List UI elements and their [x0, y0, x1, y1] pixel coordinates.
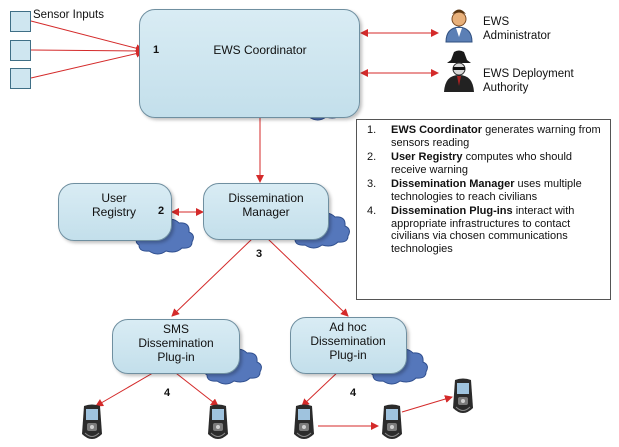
step-2-label: 2 — [158, 205, 165, 217]
sensor-arrow-3 — [30, 49, 144, 79]
sms-plugin-box — [112, 319, 240, 374]
sensor-input — [10, 11, 31, 32]
sensor-input — [10, 68, 31, 89]
phone-icon — [293, 404, 315, 440]
sensor-arrow-1 — [30, 20, 144, 53]
spy-icon — [444, 50, 474, 92]
phone-icon — [207, 404, 229, 440]
dissemination-to-adhoc-arrow — [267, 238, 349, 317]
ews-coordinator-box — [139, 9, 360, 118]
step-4-adhoc-label: 4 — [350, 387, 357, 399]
user-registry-label: User Registry — [91, 191, 136, 219]
legend-list: 1.EWS Coordinator generates warning from… — [367, 124, 604, 255]
user-registry-box — [58, 183, 172, 241]
dissemination-to-sms-arrow — [171, 238, 253, 317]
step-1-label: 1 — [153, 44, 160, 56]
sensor-inputs-label: Sensor Inputs — [33, 9, 104, 21]
step-4-sms-label: 4 — [164, 387, 171, 399]
adhoc-plugin-box — [290, 317, 407, 374]
administrator-label: EWS Administrator — [483, 16, 551, 42]
legend-box: 1.EWS Coordinator generates warning from… — [356, 119, 611, 300]
adhoc-plugin-label: Ad hoc Dissemination Plug-in — [310, 320, 386, 362]
deployment-authority-label: EWS Deployment Authority — [483, 68, 574, 94]
legend-item: 2.User Registry computes who should rece… — [367, 151, 572, 176]
adhoc-to-phone-arrow — [301, 369, 341, 407]
phone-icon — [381, 404, 403, 440]
sensor-input — [10, 40, 31, 61]
phone-icon — [452, 378, 474, 414]
sms-to-phone-1-arrow — [95, 369, 159, 407]
phone-icon — [81, 404, 103, 440]
ews-coordinator-label: EWS Coordinator — [213, 43, 307, 57]
legend-item: 3.Dissemination Manager uses multiple te… — [367, 178, 582, 203]
sms-to-phone-2-arrow — [171, 369, 219, 407]
sms-plugin-label: SMS Dissemination Plug-in — [138, 322, 214, 364]
step-3-label: 3 — [256, 248, 263, 260]
legend-item: 4.Dissemination Plug-ins interact with a… — [367, 205, 575, 255]
administrator-icon — [445, 9, 473, 43]
legend-item: 1.EWS Coordinator generates warning from… — [367, 124, 601, 149]
dissemination-manager-label: Dissemination Manager — [228, 191, 304, 219]
phone-relay-arrow-2 — [401, 395, 453, 413]
sensor-arrow-2 — [30, 46, 144, 55]
dissemination-manager-box — [203, 183, 329, 240]
